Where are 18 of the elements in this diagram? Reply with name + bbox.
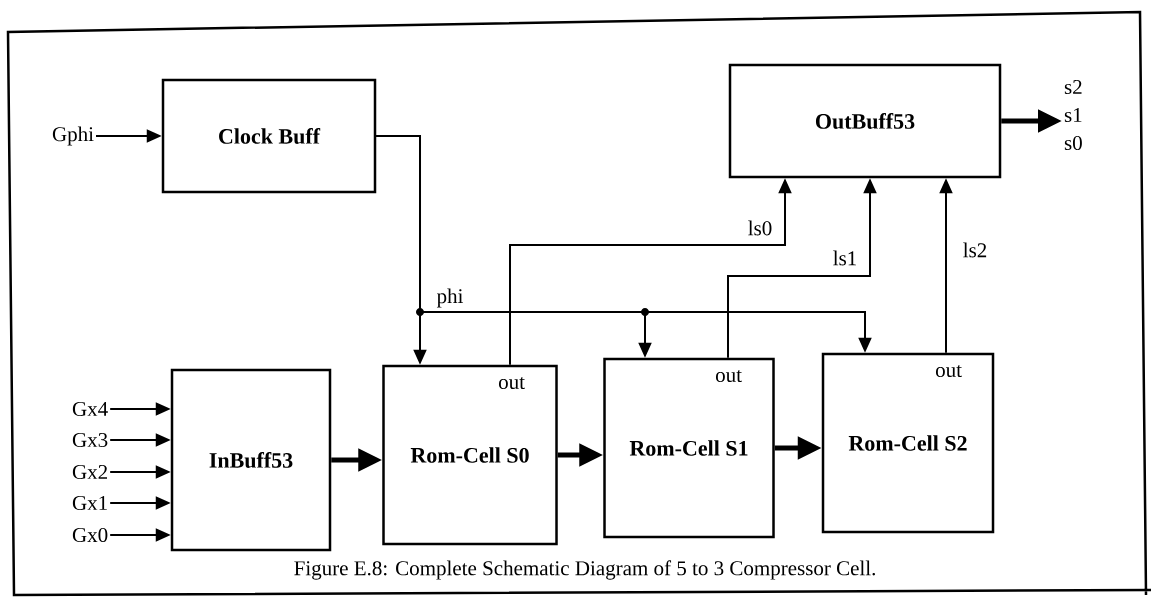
caption: Figure E.8: Complete Schematic Diagram of 5 to 3 Compressor Cell. <box>292 559 878 581</box>
edge-label: ls1 <box>831 249 859 267</box>
edge-label: ls2 <box>961 241 989 259</box>
edge-label: ls0 <box>746 219 774 237</box>
block-box: InBuff53 <box>170 368 332 552</box>
port-label: out <box>936 365 962 378</box>
signal-label: Gx3 <box>72 432 108 448</box>
signal-label: Gx2 <box>72 464 107 480</box>
block-box: Clock Buff <box>161 78 377 194</box>
signal-label: Gx0 <box>72 527 108 543</box>
port-label: out <box>715 370 742 383</box>
block-box: OutBuff53 <box>728 63 1002 179</box>
signal-label: Gphi <box>52 126 94 146</box>
port-label: out <box>498 377 525 390</box>
signal-label: Gx1 <box>72 495 107 511</box>
edge-label: phi <box>435 287 465 309</box>
signal-label: s2 s1 s0 <box>1064 79 1082 151</box>
signal-label: Gx4 <box>72 401 108 417</box>
